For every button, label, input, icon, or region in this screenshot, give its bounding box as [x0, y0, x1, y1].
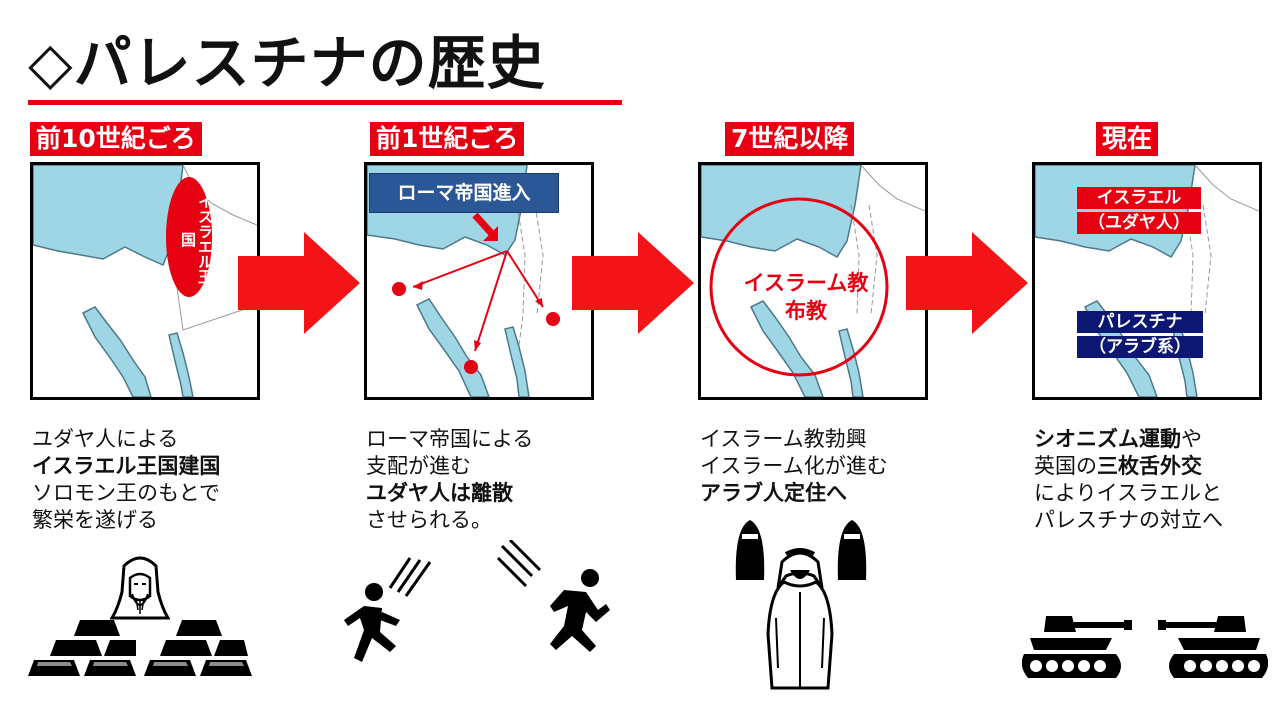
period-label-2: 前1世紀ごろ [370, 122, 525, 156]
map-1-geography [33, 165, 257, 397]
map-1-label: イスラエル王国 [179, 194, 214, 284]
description-1-line-1: ユダヤ人による [32, 427, 179, 451]
king-solomon-icon [110, 556, 170, 620]
description-2-line-4: させられる。 [366, 508, 492, 532]
description-3-line-1: イスラーム教勃興 [700, 427, 867, 451]
description-2-line-1: ローマ帝国による [366, 427, 534, 451]
period-label-4: 現在 [1096, 122, 1159, 156]
map-3-label-1: イスラーム教 [743, 271, 869, 295]
arab-people-icon [735, 520, 867, 690]
description-3-line-3: アラブ人定住へ [700, 481, 847, 505]
description-1: ユダヤ人による イスラエル王国建国 ソロモン王のもとで 繁栄を遂げる [32, 426, 220, 534]
description-4-line-4: パレスチナの対立へ [1034, 508, 1223, 532]
right-arrow-icon [572, 232, 694, 334]
description-3-line-2: イスラーム化が進む [700, 454, 888, 478]
right-arrow-icon [238, 232, 360, 334]
description-4: シオニズム運動や 英国の三枚舌外交 によりイスラエルと パレスチナの対立へ [1034, 426, 1223, 534]
description-1-line-3: ソロモン王のもとで [32, 481, 220, 505]
gold-bars-icon [28, 620, 252, 676]
description-2: ローマ帝国による 支配が進む ユダヤ人は離散 させられる。 [366, 426, 533, 534]
map-panel-2: ローマ帝国進入 [364, 162, 594, 400]
zionism-text: シオニズム運動 [1034, 427, 1181, 451]
running-person-icon [496, 540, 610, 652]
description-4-prefix: 英国の [1034, 454, 1097, 478]
map-4-label-jewish: （ユダヤ人） [1077, 212, 1201, 234]
map-4-label-arab: （アラブ系） [1077, 336, 1203, 358]
description-3: イスラーム教勃興 イスラーム化が進む アラブ人定住へ [700, 426, 888, 507]
map-3-geography [701, 165, 925, 397]
right-arrow-icon [906, 232, 1028, 334]
map-2-label: ローマ帝国進入 [369, 173, 559, 213]
description-4-line-3: によりイスラエルと [1034, 481, 1222, 505]
description-4-line-1: シオニズム運動や [1034, 426, 1223, 453]
map-panel-1: イスラエル王国 [30, 162, 260, 400]
page-title: ◇パレスチナの歴史 [28, 29, 546, 97]
map-panel-3: イスラーム教 布教 [698, 162, 928, 400]
map-4-label-palestine: パレスチナ [1077, 311, 1203, 333]
triple-diplomacy-text: 三枚舌外交 [1097, 454, 1202, 478]
period-label-1: 前10世紀ごろ [30, 122, 202, 156]
description-2-line-2: 支配が進む [366, 454, 471, 478]
running-person-icon [344, 557, 432, 662]
description-4-particle: や [1181, 427, 1202, 451]
description-1-line-4: 繁栄を遂げる [32, 508, 158, 532]
tank-icon [1022, 616, 1132, 678]
map-4-label-israel: イスラエル [1077, 187, 1201, 209]
map-panel-4: イスラエル （ユダヤ人） パレスチナ （アラブ系） [1032, 162, 1262, 400]
title-underline [28, 100, 622, 105]
description-4-line-2: 英国の三枚舌外交 [1034, 453, 1223, 480]
description-2-line-3: ユダヤ人は離散 [366, 481, 513, 505]
period-label-3: 7世紀以降 [725, 122, 855, 156]
tank-icon [1158, 616, 1268, 678]
map-3-label-2: 布教 [785, 299, 827, 323]
description-1-line-2: イスラエル王国建国 [32, 454, 221, 478]
